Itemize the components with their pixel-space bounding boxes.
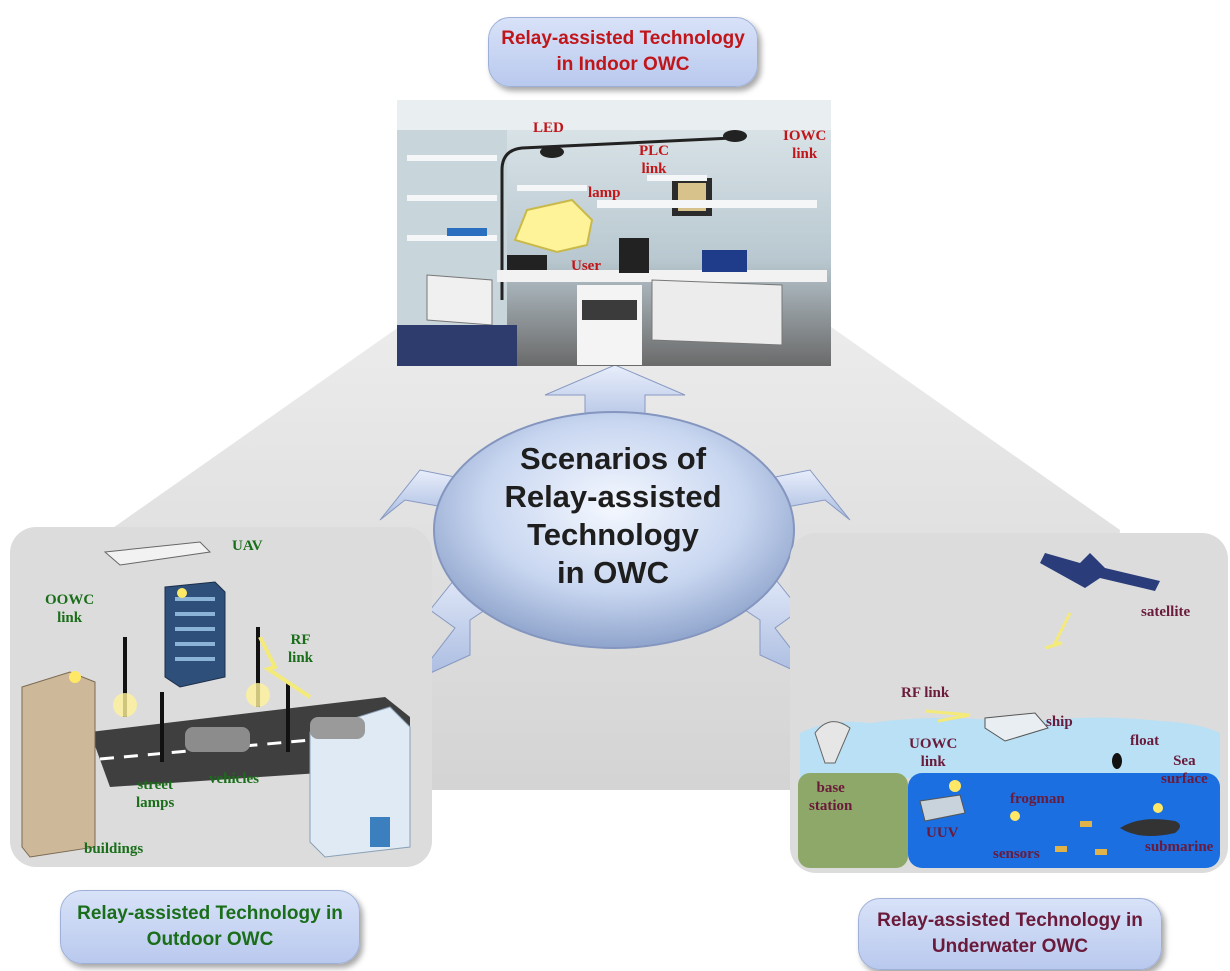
user-label: User bbox=[571, 258, 601, 274]
rf-label: RF bbox=[290, 632, 311, 648]
underwater-title-pill: Relay-assisted Technology in Underwater … bbox=[858, 898, 1162, 970]
uav-label: UAV bbox=[232, 538, 263, 554]
surface-label: surface bbox=[1161, 771, 1208, 787]
satellite-label: satellite bbox=[1141, 604, 1191, 620]
rf-link-bolt bbox=[258, 636, 312, 699]
uowc-link-word: link bbox=[920, 754, 946, 770]
ship-label: ship bbox=[1046, 714, 1073, 730]
sensors-label: sensors bbox=[993, 846, 1040, 862]
rf-link-uw-label: RF link bbox=[901, 685, 950, 701]
indoor-scene: LED PLC link IOWC link lamp User bbox=[397, 100, 831, 366]
lamp-glow bbox=[513, 198, 594, 254]
lamps-label: lamps bbox=[136, 795, 175, 811]
station-label: station bbox=[809, 798, 853, 814]
outdoor-panel: UAV OOWC link RF link street lamps vehic… bbox=[10, 527, 432, 867]
ship-icon bbox=[984, 712, 1049, 742]
indoor-title-pill: Relay-assisted Technology in Indoor OWC bbox=[488, 17, 758, 87]
lamp-label: lamp bbox=[588, 185, 621, 201]
satellite-icon bbox=[1040, 553, 1160, 591]
rf-link-word: link bbox=[288, 650, 314, 666]
center-oval bbox=[433, 411, 795, 649]
outdoor-title-line-2: Outdoor OWC bbox=[146, 929, 274, 950]
sensor-2 bbox=[1055, 846, 1067, 852]
led-label: LED bbox=[533, 120, 564, 136]
indoor-title-line-2: in Indoor OWC bbox=[556, 54, 690, 75]
uuv-label: UUV bbox=[926, 825, 959, 841]
uuv-icon bbox=[919, 794, 966, 822]
satellite-rf-bolt bbox=[1044, 612, 1072, 650]
underwater-illustration bbox=[798, 553, 1220, 868]
plc-link-label: PLC link bbox=[639, 142, 669, 178]
underwater-panel: satellite RF link ship float UOWC link S… bbox=[790, 533, 1228, 873]
left-building bbox=[21, 671, 96, 858]
car-2 bbox=[310, 717, 365, 739]
iowc-label: IOWC bbox=[783, 128, 827, 144]
outdoor-title-pill: Relay-assisted Technology in Outdoor OWC bbox=[60, 890, 360, 964]
sea-label: Sea bbox=[1173, 753, 1196, 769]
indoor-room-illustration bbox=[397, 100, 831, 366]
iowc-link-word: link bbox=[792, 146, 818, 162]
buildings-label: buildings bbox=[84, 841, 144, 857]
oowc-label: OOWC bbox=[45, 592, 95, 608]
indoor-title-line-1: Relay-assisted Technology bbox=[501, 28, 745, 49]
car-1 bbox=[185, 727, 250, 752]
outdoor-title-line-1: Relay-assisted Technology in bbox=[77, 903, 343, 924]
plc-label: PLC bbox=[639, 143, 669, 159]
submarine-label: submarine bbox=[1145, 839, 1214, 855]
oowc-link-word: link bbox=[57, 610, 83, 626]
center-line-3: Technology bbox=[527, 517, 699, 552]
iowc-link-label: IOWC link bbox=[783, 127, 826, 163]
rf-link-label: RF link bbox=[288, 631, 313, 667]
uowc-link-label: UOWC link bbox=[909, 735, 957, 771]
dish-icon bbox=[814, 721, 851, 764]
rf-link-bolt-uw bbox=[924, 709, 971, 723]
sensor-3 bbox=[1095, 849, 1107, 855]
center-line-2: Relay-assisted bbox=[504, 479, 722, 514]
vehicles-label: vehicles bbox=[209, 771, 259, 787]
plc-link-word: link bbox=[641, 161, 667, 177]
float-icon bbox=[1112, 753, 1122, 769]
frogman-label: frogman bbox=[1010, 791, 1065, 807]
led-light-1 bbox=[540, 146, 564, 158]
sensor-1 bbox=[1080, 821, 1092, 827]
underwater-title-line-2: Underwater OWC bbox=[931, 936, 1089, 957]
center-line-4: in OWC bbox=[557, 555, 669, 590]
outdoor-city-illustration bbox=[21, 541, 411, 858]
float-label: float bbox=[1130, 733, 1160, 749]
street-label: street bbox=[137, 777, 173, 793]
oowc-link-label: OOWC link bbox=[45, 591, 94, 627]
center-line-1: Scenarios of bbox=[519, 441, 707, 476]
underwater-title-line-1: Relay-assisted Technology in bbox=[877, 910, 1143, 931]
led-light-2 bbox=[723, 130, 747, 142]
base-station-ground bbox=[798, 773, 908, 868]
sea-surface-label: Sea surface bbox=[1161, 752, 1208, 788]
uowc-label: UOWC bbox=[909, 736, 958, 752]
base-station-label: base station bbox=[809, 779, 852, 815]
street-lamps-label: street lamps bbox=[136, 776, 174, 812]
base-label: base bbox=[816, 780, 845, 796]
center-title: Scenarios of Relay-assisted Technology i… bbox=[452, 440, 774, 592]
underwater-region bbox=[908, 773, 1220, 868]
uav-aircraft bbox=[103, 541, 212, 566]
submarine-icon bbox=[1120, 819, 1180, 837]
